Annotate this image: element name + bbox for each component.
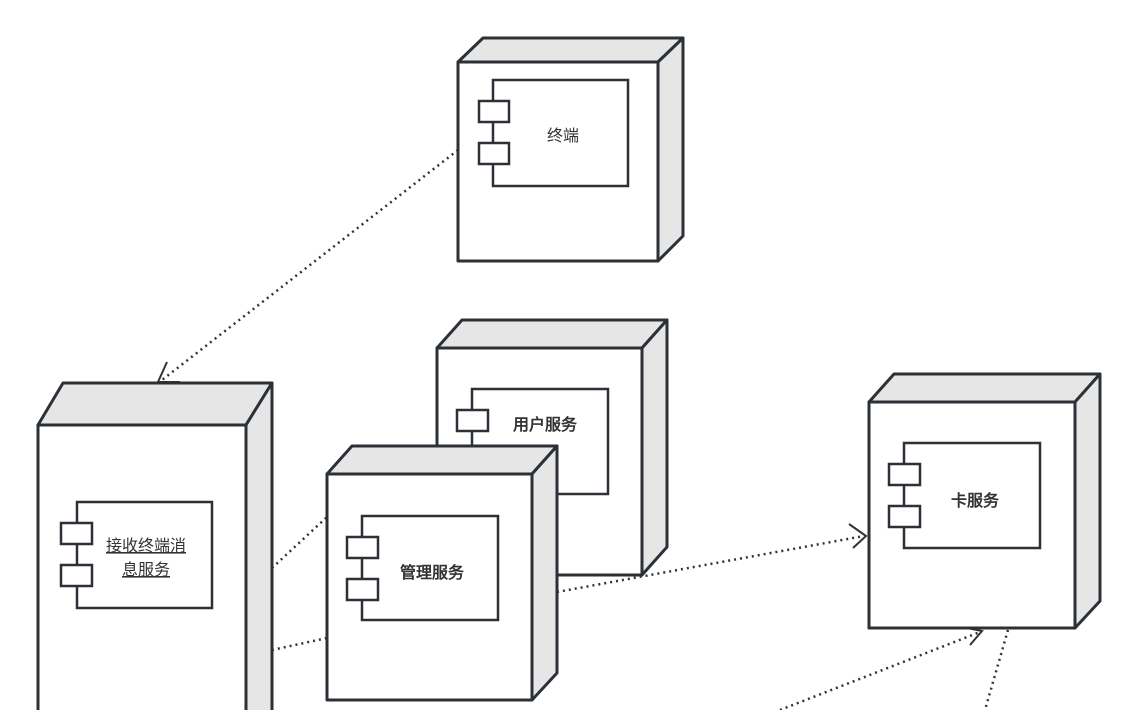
component-receive[interactable]: 接收终端消 息服务 xyxy=(59,500,214,610)
edge-terminal-to-receive[interactable] xyxy=(161,149,459,381)
edge-manage-to-card[interactable] xyxy=(556,534,865,594)
node-terminal[interactable]: 终端 xyxy=(456,36,685,263)
node-card-service[interactable]: 卡服务 xyxy=(867,372,1102,630)
card-label: 卡服务 xyxy=(951,491,1000,510)
receive-label-line1: 接收终端消 xyxy=(106,536,186,555)
node-management-service[interactable]: 管理服务 xyxy=(325,444,559,702)
component-manage[interactable]: 管理服务 xyxy=(345,514,500,622)
component-port-icon xyxy=(59,563,94,588)
terminal-label: 终端 xyxy=(547,126,579,145)
edge-receive-manage-2[interactable] xyxy=(271,636,328,652)
edge-card-down[interactable] xyxy=(983,629,1010,710)
edge-receive-manage-1[interactable] xyxy=(271,516,328,569)
arrowhead-card xyxy=(848,523,868,549)
component-port-icon xyxy=(345,535,380,560)
receive-label-line2: 息服务 xyxy=(122,560,170,579)
component-port-icon xyxy=(59,521,94,546)
component-port-icon xyxy=(345,577,380,602)
node-receive-terminal-message-service[interactable]: 接收终端消 息服务 xyxy=(36,381,274,710)
arrowhead-receive xyxy=(156,361,180,383)
user-label: 用户服务 xyxy=(513,415,578,434)
edge-bottom-to-card[interactable] xyxy=(779,630,981,710)
component-port-icon xyxy=(455,408,490,433)
component-port-icon xyxy=(887,504,922,529)
component-port-icon xyxy=(477,141,511,166)
manage-label: 管理服务 xyxy=(400,563,465,582)
component-port-icon xyxy=(887,462,922,487)
component-card[interactable]: 卡服务 xyxy=(887,441,1042,550)
component-port-icon xyxy=(477,99,511,124)
component-terminal[interactable]: 终端 xyxy=(477,78,630,188)
